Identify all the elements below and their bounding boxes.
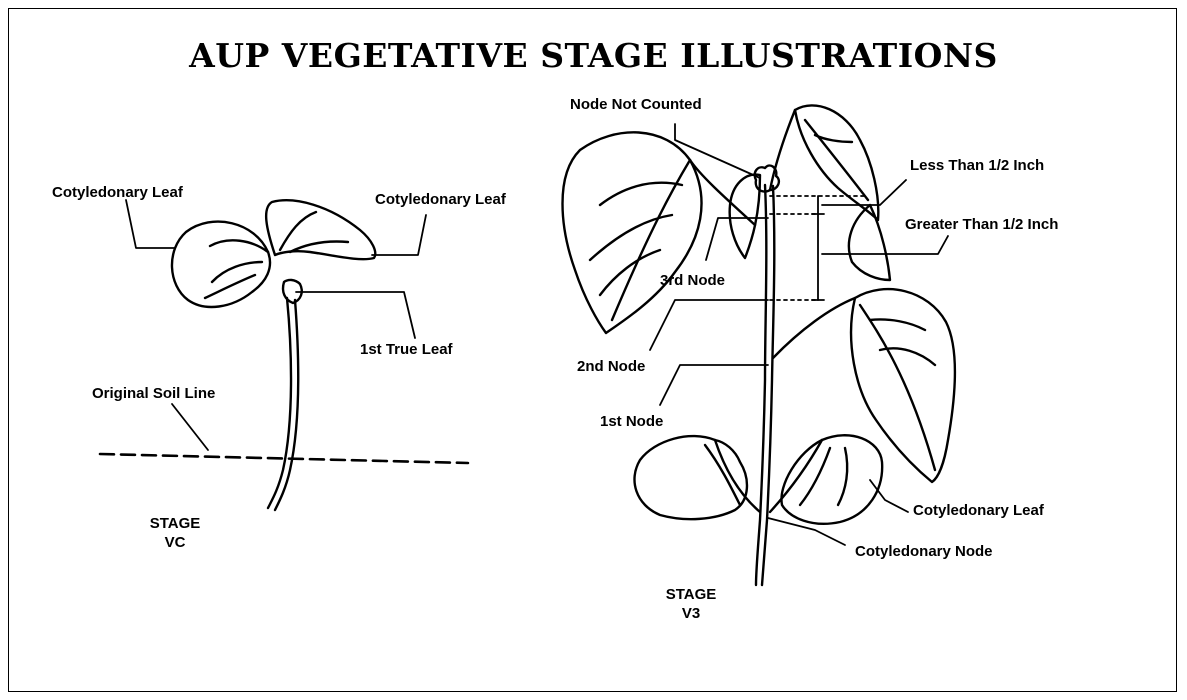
v3-label-third-node: 3rd Node	[660, 272, 725, 289]
vc-stage-label: STAGE VC	[130, 514, 220, 552]
v3-label-node-not-counted: Node Not Counted	[570, 96, 702, 113]
v3-stage-line1: STAGE	[646, 585, 736, 604]
v3-upper-left-leaf	[563, 132, 702, 333]
vc-label-original-soil-line: Original Soil Line	[92, 385, 215, 402]
v3-label-less-than: Less Than 1/2 Inch	[910, 157, 1044, 174]
vc-stage-line1: STAGE	[130, 514, 220, 533]
v3-narrow-right-leaf	[849, 205, 890, 280]
v3-label-second-node: 2nd Node	[577, 358, 645, 375]
vc-label-cotyledonary-leaf-right: Cotyledonary Leaf	[375, 191, 506, 208]
vc-leader-soil-line	[172, 404, 208, 450]
v3-leader-node-not-counted	[675, 124, 760, 178]
vc-label-cotyledonary-leaf-left: Cotyledonary Leaf	[52, 184, 183, 201]
vc-leader-cotyledon-right	[372, 215, 426, 255]
vc-leader-cotyledon-left	[126, 200, 175, 248]
vc-right-cotyledon	[266, 200, 375, 259]
v3-stage-label: STAGE V3	[646, 585, 736, 623]
v3-label-cotyledonary-node: Cotyledonary Node	[855, 543, 993, 560]
v3-left-cotyledon	[634, 436, 746, 519]
v3-label-first-node: 1st Node	[600, 413, 663, 430]
vc-left-cotyledon	[172, 222, 270, 307]
v3-leader-second-node	[650, 300, 768, 350]
v3-leader-first-node	[660, 365, 768, 405]
v3-stage-line2: V3	[646, 604, 736, 623]
v3-stem	[756, 185, 766, 585]
v3-label-cotyledonary-leaf: Cotyledonary Leaf	[913, 502, 1044, 519]
vc-label-first-true-leaf: 1st True Leaf	[360, 341, 453, 358]
v3-plant	[563, 105, 955, 585]
v3-leader-third-node	[706, 218, 768, 260]
vc-stage-line2: VC	[130, 533, 220, 552]
v3-top-bud	[755, 166, 779, 192]
v3-label-greater-than: Greater Than 1/2 Inch	[905, 216, 1058, 233]
vc-leader-first-true-leaf	[296, 292, 415, 338]
v3-middle-right-leaf	[851, 289, 955, 482]
